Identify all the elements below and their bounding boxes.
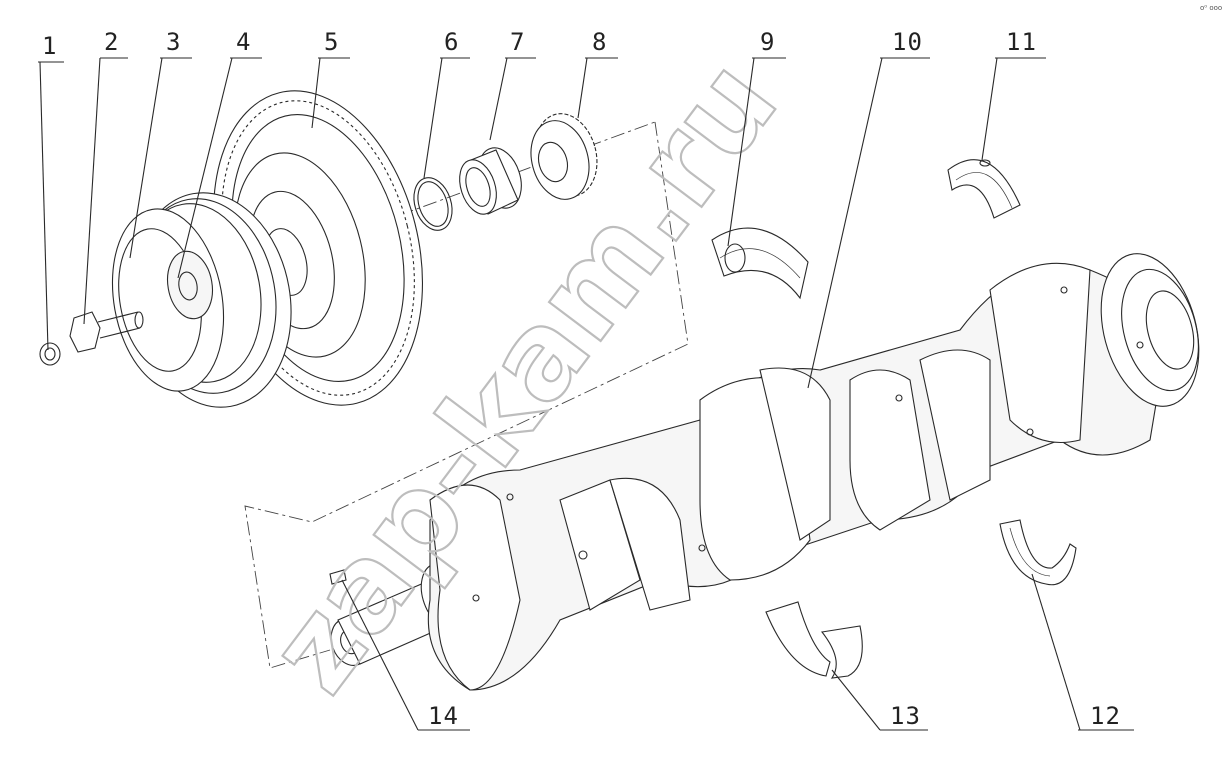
o-ring [413, 177, 453, 231]
callout-10: 10 [892, 28, 923, 56]
crankshaft [330, 253, 1200, 691]
callout-2: 2 [104, 28, 119, 56]
main-bearing-shell-9 [711, 227, 809, 300]
timing-gear [530, 113, 598, 200]
callout-6: 6 [444, 28, 459, 56]
crankshaft-pulley [111, 192, 292, 408]
corner-mark: o⁰ ooo [1200, 4, 1222, 12]
callout-7: 7 [510, 28, 525, 56]
callout-1: 1 [42, 32, 57, 60]
bushing [459, 147, 522, 215]
callout-11: 11 [1006, 28, 1037, 56]
pulley-bolt [69, 311, 144, 353]
callout-14: 14 [428, 702, 459, 730]
washer [39, 342, 61, 366]
callout-4: 4 [236, 28, 251, 56]
callout-numbers: 1 2 3 4 5 6 7 8 9 10 11 12 13 14 [42, 28, 1121, 730]
assembly-boundary-line [244, 121, 689, 669]
callout-3: 3 [166, 28, 181, 56]
leader-lines [38, 57, 1134, 731]
connecting-rod-bearing-13 [765, 601, 863, 679]
callout-12: 12 [1090, 702, 1121, 730]
callout-5: 5 [324, 28, 339, 56]
callout-8: 8 [592, 28, 607, 56]
callout-13: 13 [890, 702, 921, 730]
callout-9: 9 [760, 28, 775, 56]
thrust-bearing-shell-12 [999, 519, 1077, 586]
main-bearing-shell-11 [947, 159, 1021, 219]
